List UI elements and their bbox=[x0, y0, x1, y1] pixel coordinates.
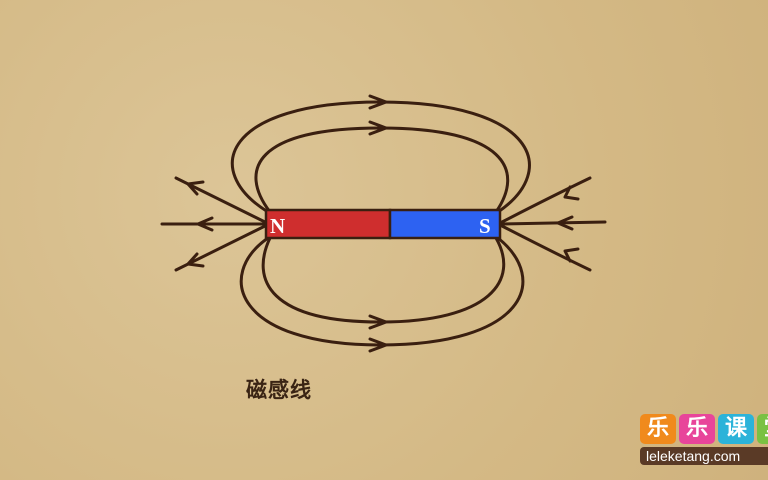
arrow-icon bbox=[186, 252, 205, 268]
arrow-icon bbox=[556, 215, 574, 231]
north-pole-label: N bbox=[270, 214, 285, 238]
arrow-icon bbox=[196, 216, 214, 232]
magnet-north bbox=[264, 208, 392, 240]
arrow-icon bbox=[563, 247, 580, 263]
arrow-icon bbox=[563, 185, 580, 201]
logo-tile: 堂 bbox=[757, 414, 768, 444]
field-line-left-down bbox=[174, 224, 267, 272]
logo-url: leleketang.com bbox=[640, 447, 768, 465]
logo-tile: 课 bbox=[718, 414, 754, 444]
logo-tile: 乐 bbox=[640, 414, 676, 444]
arrow-icon bbox=[368, 337, 388, 353]
field-line-left-up bbox=[174, 176, 267, 224]
field-line-right-middle bbox=[500, 220, 607, 226]
field-line-bottom-inner bbox=[261, 236, 506, 324]
leleketang-logo: 乐 乐 课 堂 leleketang.com bbox=[640, 414, 768, 465]
field-line-bottom-outer bbox=[239, 236, 525, 347]
logo-tile: 乐 bbox=[679, 414, 715, 444]
magnet-south bbox=[388, 208, 502, 240]
caption-magnetic-field-lines: 磁感线 bbox=[246, 377, 312, 402]
arrow-icon bbox=[186, 180, 205, 196]
field-line-right-down bbox=[500, 224, 592, 272]
field-line-top-outer bbox=[230, 100, 531, 214]
arrow-icon bbox=[368, 120, 388, 136]
field-line-right-up bbox=[500, 176, 592, 224]
field-line-top-inner bbox=[254, 126, 510, 214]
south-pole-label: S bbox=[479, 214, 491, 238]
arrow-icon bbox=[368, 314, 388, 330]
arrow-icon bbox=[368, 94, 388, 110]
